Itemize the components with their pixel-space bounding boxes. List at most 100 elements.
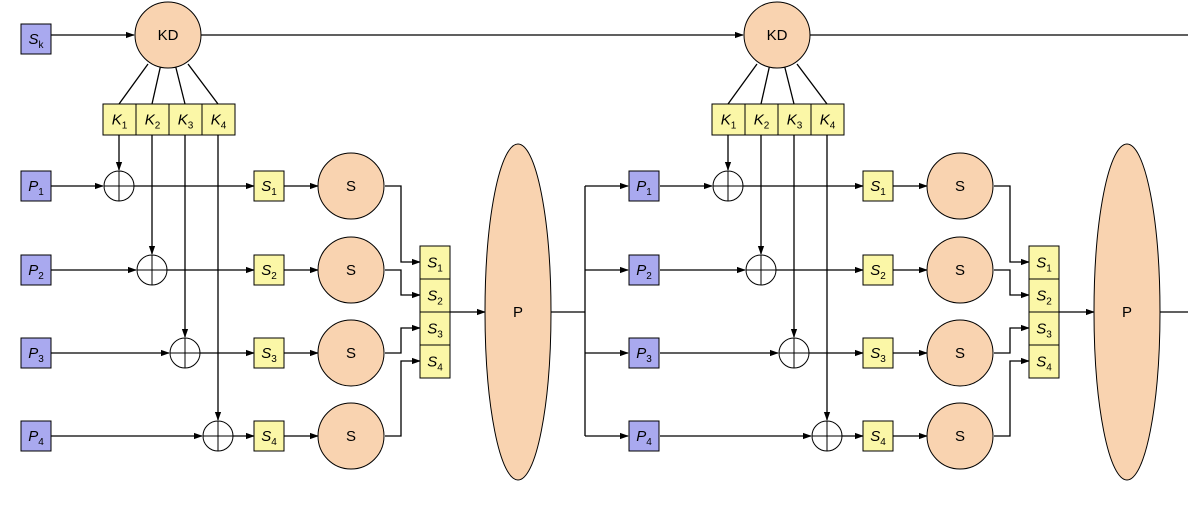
round1-xor-3 — [169, 337, 201, 369]
round2-subkey-3-label: K3 — [787, 112, 803, 132]
round2-subkey-4-label-subscript: 4 — [830, 121, 836, 132]
round2-sbox-3: S — [926, 319, 994, 387]
round1-subkey-4-label: K4 — [211, 112, 227, 132]
round2-sbox-1: S — [926, 152, 994, 220]
round2-sbox-output-1: S1 — [1028, 245, 1060, 280]
round2-sbox-4: S — [926, 402, 994, 470]
round1-sbox-4: S — [317, 402, 385, 470]
round2-subkey-4-box — [810, 103, 845, 136]
round2-subkey-3: K3 — [777, 103, 812, 136]
round2-sbox-input-2-label-subscript: 2 — [880, 271, 886, 282]
round2-sbox-output-2-label: S2 — [1036, 288, 1052, 308]
round2-subkey-1-box — [711, 103, 746, 136]
round1-sbox-input-2-label: S2 — [261, 262, 277, 282]
round2-plaintext-2-label-letter: P — [636, 262, 646, 279]
round1-sbox-input-2-label-subscript: 2 — [271, 271, 277, 282]
connector — [385, 357, 421, 437]
round2-sbox-input-3-box — [862, 337, 894, 369]
round2-permutation-label: P — [1122, 304, 1132, 321]
round1-sbox-output-2: S2 — [419, 278, 451, 313]
round2-subkey-1-label: K1 — [721, 112, 737, 132]
round1-permutation-label: P — [513, 304, 523, 321]
round2-sbox-output-1-label-subscript: 1 — [1046, 264, 1052, 275]
round2-plaintext-1-label: P1 — [636, 178, 652, 198]
round1-plaintext-1-box — [20, 170, 52, 202]
round1-sbox-output-1-label-subscript: 1 — [437, 264, 443, 275]
round1-sbox-output-1-box — [419, 245, 451, 280]
round1-sbox-2: S — [317, 236, 385, 304]
round2-subkey-2-label-letter: K — [754, 112, 765, 129]
round2-subkey-4-label-letter: K — [820, 112, 831, 129]
round1-key-derivation: KD — [134, 1, 202, 69]
round2-xor-3 — [778, 337, 810, 369]
round2-plaintext-4-label-letter: P — [636, 428, 646, 445]
round1-subkey-2-box — [135, 103, 170, 136]
round2-sbox-output-4-label: S4 — [1036, 354, 1052, 374]
round2-sbox-input-4-label-subscript: 4 — [880, 437, 886, 448]
round1-sbox-input-1-label-subscript: 1 — [271, 187, 277, 198]
round2-key-derivation-label: KD — [767, 27, 788, 44]
round2-key-derivation-shape — [743, 1, 811, 69]
round2-sbox-input-1-label: S1 — [870, 178, 886, 198]
round2-plaintext-2-label-subscript: 2 — [646, 271, 652, 282]
round1-sbox-output-3-label-subscript: 3 — [437, 330, 443, 341]
round1-sbox-2-shape — [317, 236, 385, 304]
round2-sbox-3-shape — [926, 319, 994, 387]
connector — [385, 185, 421, 266]
connector — [385, 324, 421, 354]
connector — [994, 357, 1030, 437]
round1-subkey-1-label-subscript: 1 — [122, 121, 128, 132]
round1-subkey-3: K3 — [168, 103, 203, 136]
round1-subkey-4-label-subscript: 4 — [221, 121, 227, 132]
round2-sbox-input-3-label: S3 — [870, 345, 886, 365]
round2-plaintext-1-label-letter: P — [636, 178, 646, 195]
round2-subkey-2: K2 — [744, 103, 779, 136]
round2-subkey-2-label: K2 — [754, 112, 770, 132]
round1-subkey-2-label: K2 — [145, 112, 161, 132]
round1-sbox-4-label: S — [346, 428, 356, 445]
round1-sbox-output-4: S4 — [419, 344, 451, 379]
round1-sbox-input-3-label-subscript: 3 — [271, 354, 277, 365]
round2-plaintext-3-label-letter: P — [636, 345, 646, 362]
round2-key-derivation: KD — [743, 1, 811, 69]
round2-sbox-output-4-box — [1028, 344, 1060, 379]
connector — [783, 63, 795, 105]
connector — [385, 269, 421, 299]
connector — [174, 63, 186, 105]
round2-sbox-1-label: S — [955, 178, 965, 195]
round2-subkey-4: K4 — [810, 103, 845, 136]
round1-sbox-input-1-label: S1 — [261, 178, 277, 198]
round1-sbox-output-3-label: S3 — [427, 321, 443, 341]
round2-subkey-1: K1 — [711, 103, 746, 136]
round1-subkey-4-box — [201, 103, 236, 136]
round1-subkey-2-label-letter: K — [145, 112, 156, 129]
connector — [727, 63, 758, 105]
round2-plaintext-1: P1 — [628, 170, 660, 202]
round1-permutation-shape — [484, 143, 552, 481]
round1-plaintext-1: P1 — [20, 170, 52, 202]
connector — [994, 185, 1030, 266]
round1-sbox-output-2-label-letter: S — [427, 288, 437, 305]
round2-sbox-input-1-box — [862, 170, 894, 202]
round1-sbox-output-4-box — [419, 344, 451, 379]
round1-subkey-1-box — [102, 103, 137, 136]
round1-subkey-1-label: K1 — [112, 112, 128, 132]
round2-sbox-output-1-label-letter: S — [1036, 255, 1046, 272]
round1-plaintext-3-box — [20, 337, 52, 369]
round1-subkey-2-label-subscript: 2 — [155, 121, 161, 132]
round1-plaintext-3-label-letter: P — [28, 345, 38, 362]
round1-sbox-output-1-label: S1 — [427, 255, 443, 275]
round1-plaintext-2: P2 — [20, 254, 52, 286]
round2-sbox-4-shape — [926, 402, 994, 470]
round2-sbox-input-3-label-letter: S — [870, 345, 880, 362]
round1-sbox-input-4-label-subscript: 4 — [271, 437, 277, 448]
round2-plaintext-4: P4 — [628, 420, 660, 452]
round2-plaintext-2: P2 — [628, 254, 660, 286]
round2-subkey-3-label-letter: K — [787, 112, 798, 129]
round2-subkey-1-label-subscript: 1 — [731, 121, 737, 132]
round2-sbox-output-2-label-subscript: 2 — [1046, 297, 1052, 308]
round2-plaintext-3-label-subscript: 3 — [646, 354, 652, 365]
round2-sbox-output-4: S4 — [1028, 344, 1060, 379]
round2-sbox-output-4-label-subscript: 4 — [1046, 363, 1052, 374]
round2-sbox-2-label: S — [955, 262, 965, 279]
